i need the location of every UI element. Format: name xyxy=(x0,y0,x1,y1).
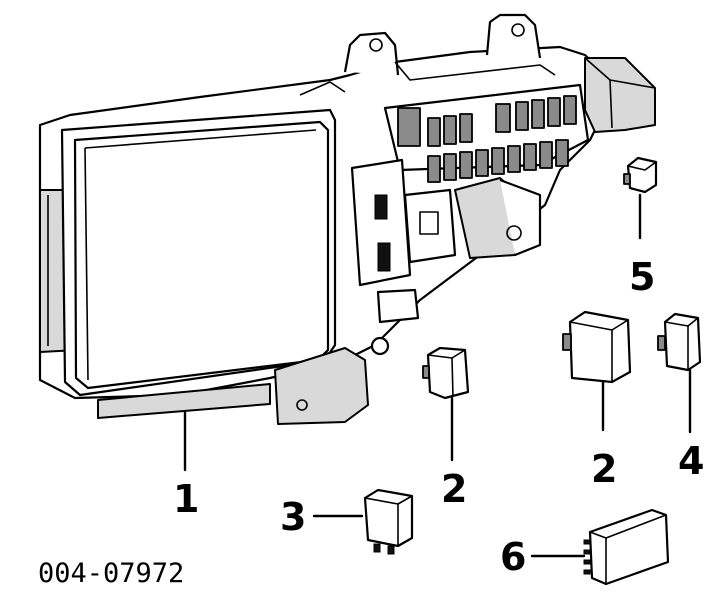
pin-row xyxy=(583,539,591,575)
fuse-row-bottom xyxy=(427,139,569,183)
callout-4: 4 xyxy=(678,439,704,483)
relay-part-3 xyxy=(363,488,414,555)
circuit-breaker-part-4 xyxy=(657,312,702,372)
callout-5: 5 xyxy=(629,255,655,299)
callout-6: 6 xyxy=(500,535,526,579)
callout-2-center: 2 xyxy=(441,467,467,511)
module-part-6 xyxy=(583,508,670,586)
callout-2-right: 2 xyxy=(591,447,617,491)
callout-3: 3 xyxy=(280,495,306,539)
relay-part-2-right xyxy=(562,310,632,384)
callout-1: 1 xyxy=(173,477,199,521)
junction-block-assembly xyxy=(38,13,656,425)
relay-part-2-center xyxy=(422,346,470,400)
fuse-row-top xyxy=(397,95,577,147)
fuse-part-5 xyxy=(623,156,658,194)
diagram-part-number: 004-07972 xyxy=(38,558,184,589)
